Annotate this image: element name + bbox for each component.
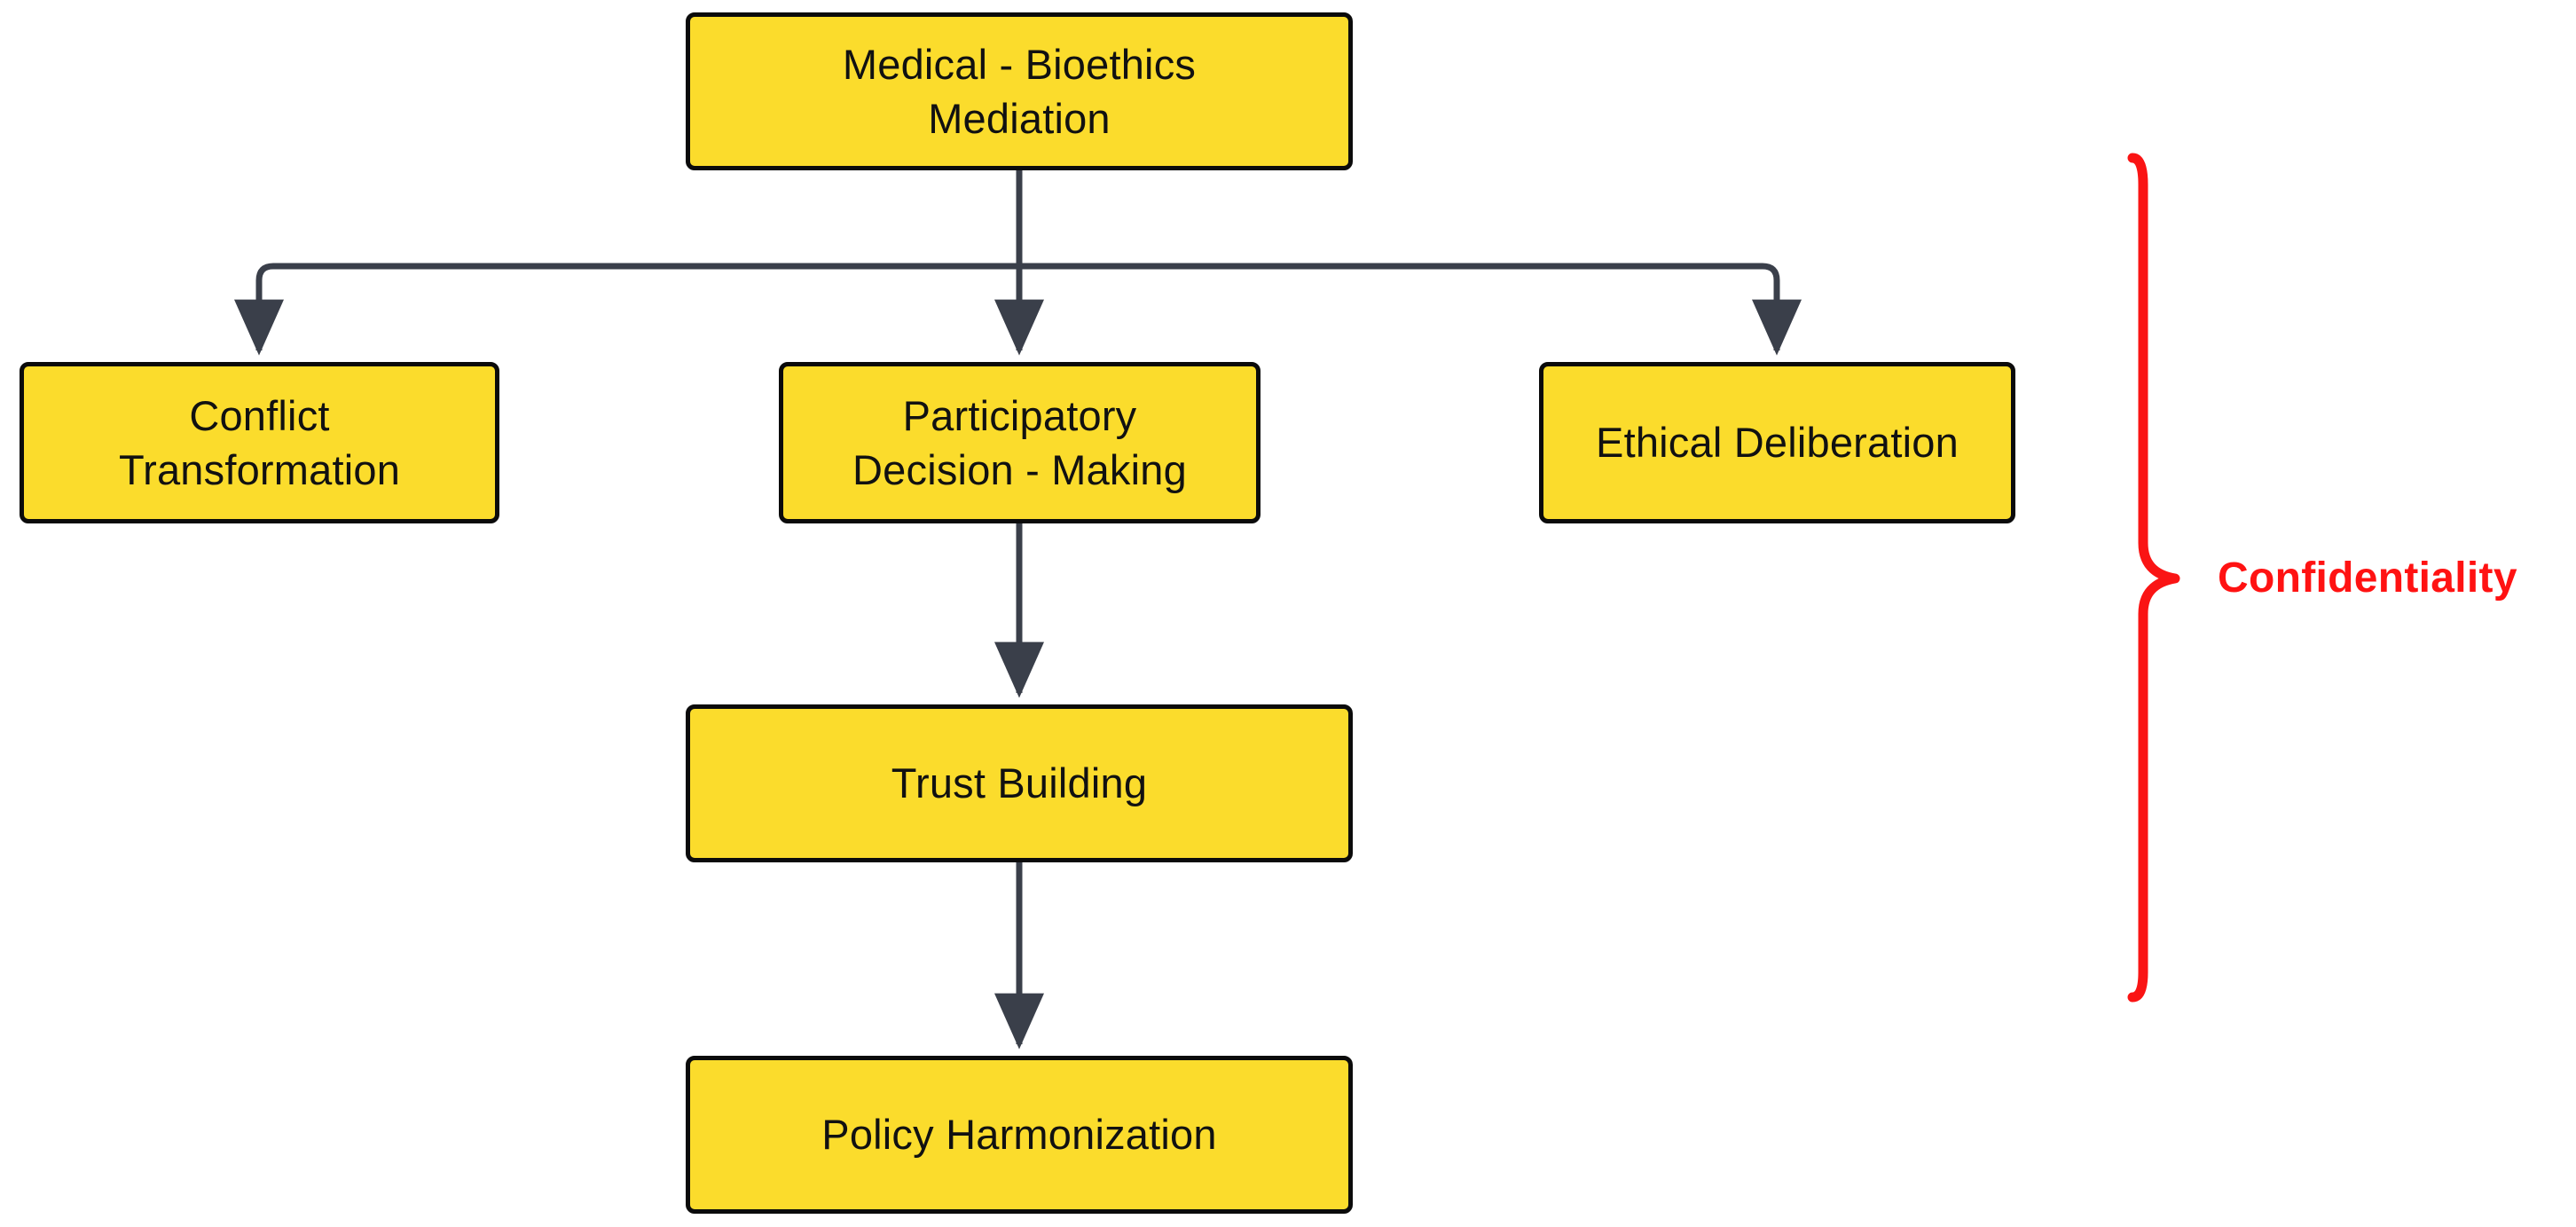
node-policy-harmonization[interactable]: Policy Harmonization bbox=[686, 1056, 1353, 1214]
confidentiality-annotation-label: Confidentiality bbox=[2218, 555, 2517, 602]
edge-root-to-ethical bbox=[1019, 263, 1802, 356]
confidentiality-brace-icon bbox=[2127, 153, 2180, 1003]
node-medical-bioethics-mediation[interactable]: Medical - Bioethics Mediation bbox=[686, 12, 1353, 170]
edge-root-to-conflict bbox=[234, 263, 1019, 356]
node-ethical-deliberation[interactable]: Ethical Deliberation bbox=[1539, 362, 2015, 523]
node-conflict-transformation[interactable]: Conflict Transformation bbox=[20, 362, 499, 523]
node-participatory-decision-making[interactable]: Participatory Decision - Making bbox=[779, 362, 1261, 523]
node-trust-building[interactable]: Trust Building bbox=[686, 704, 1353, 862]
